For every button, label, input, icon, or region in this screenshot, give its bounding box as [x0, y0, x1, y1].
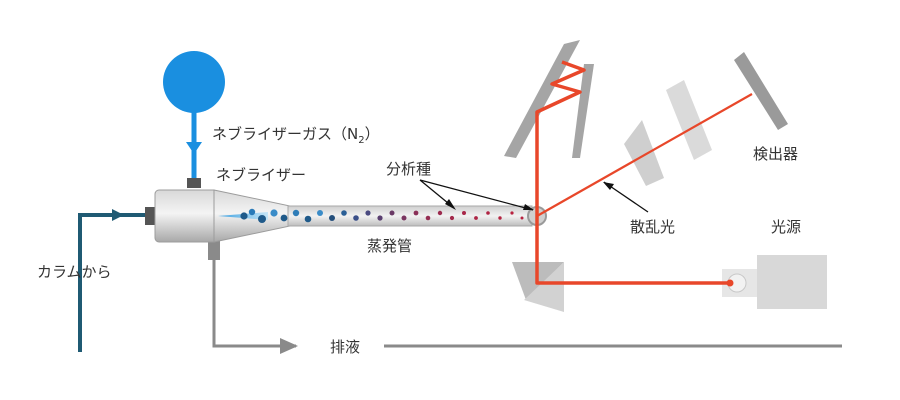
- detector-unit: [734, 52, 788, 130]
- label-from-column: カラムから: [37, 263, 112, 281]
- gas-reservoir-icon: [163, 51, 225, 113]
- nebulizer-gas-supply: [163, 51, 225, 180]
- label-light-source: 光源: [771, 218, 801, 236]
- label-drain: 排液: [330, 338, 360, 356]
- collection-mirror: [504, 40, 594, 158]
- column-inlet-line: [78, 209, 148, 352]
- label-scattered-light: 散乱光: [630, 218, 675, 236]
- label-drift-tube: 蒸発管: [367, 237, 412, 255]
- light-path: [535, 60, 753, 287]
- label-detector: 検出器: [753, 145, 798, 163]
- drift-tube: [287, 205, 533, 227]
- label-analyte: 分析種: [386, 160, 431, 178]
- pointer-lines: [419, 179, 649, 213]
- lenses: [624, 80, 712, 186]
- label-nebulizer-gas: ネブライザーガス（N2）: [212, 125, 380, 146]
- nebulizer-body: [145, 178, 291, 243]
- label-nebulizer: ネブライザー: [216, 166, 306, 184]
- light-source-unit: [722, 255, 827, 309]
- drain-line: [208, 240, 842, 354]
- analyte-particles: [240, 208, 524, 223]
